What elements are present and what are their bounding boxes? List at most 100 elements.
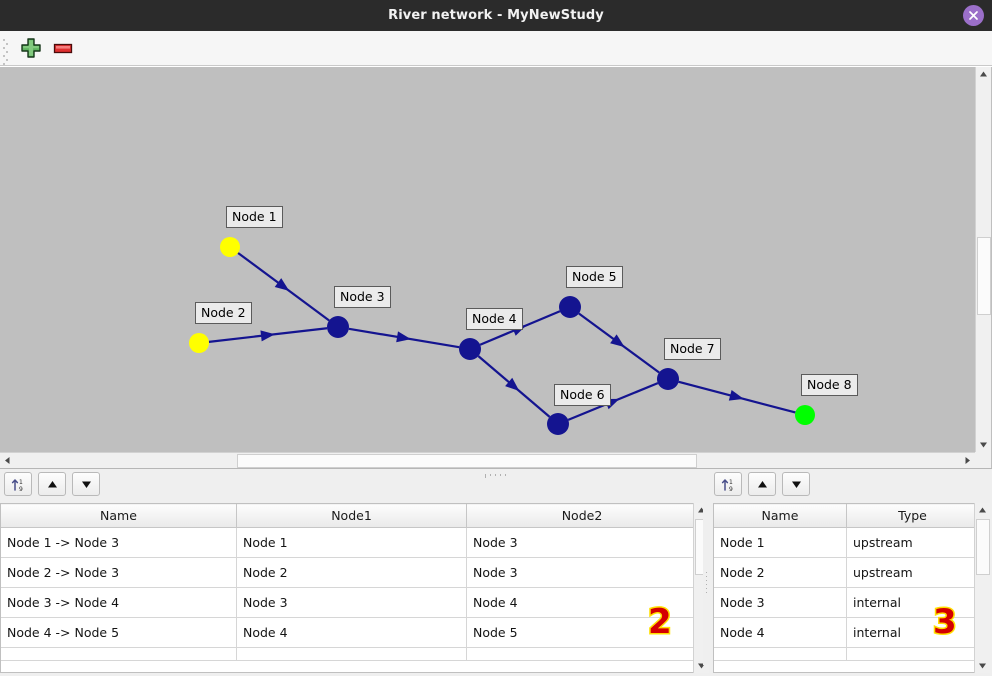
node-label-n1[interactable]: Node 1: [226, 206, 283, 228]
add-node-button[interactable]: [18, 35, 44, 61]
scroll-up-button[interactable]: [975, 503, 990, 518]
table-cell[interactable]: Node 3: [714, 587, 847, 618]
table-cell[interactable]: Node 3: [236, 587, 467, 618]
network-graph: [189, 237, 815, 435]
table-cell-empty[interactable]: [236, 647, 467, 661]
reaches-move-up-button[interactable]: [38, 472, 66, 496]
svg-text:1: 1: [729, 479, 733, 486]
column-header-node1[interactable]: Node1: [236, 504, 467, 528]
svg-text:9: 9: [19, 486, 23, 493]
canvas-horizontal-scrollbar[interactable]: [0, 452, 975, 468]
nodes-vertical-scrollbar[interactable]: [974, 503, 990, 673]
graph-node-n2[interactable]: [189, 333, 209, 353]
node-layer: [189, 237, 815, 435]
network-diagram-canvas[interactable]: Node 1 Node 2 Node 3 Node 4 Node 5 Node 6 Node…: [0, 66, 992, 468]
horizontal-splitter[interactable]: [0, 468, 992, 479]
node-label-n5[interactable]: Node 5: [566, 266, 623, 288]
canvas-hscroll-thumb[interactable]: [237, 454, 697, 468]
triangle-up-icon: [758, 481, 767, 488]
node-label-n3[interactable]: Node 3: [334, 286, 391, 308]
close-button[interactable]: [963, 5, 984, 26]
canvas-vertical-scrollbar[interactable]: [975, 67, 991, 452]
table-cell[interactable]: internal: [846, 587, 974, 618]
scroll-right-button[interactable]: [960, 453, 975, 468]
graph-node-n1[interactable]: [220, 237, 240, 257]
reaches-panel-toolbar: 1 9: [0, 472, 703, 502]
reaches-sort-button[interactable]: 1 9: [4, 472, 32, 496]
graph-node-n6[interactable]: [547, 413, 569, 435]
table-cell[interactable]: Node 4 -> Node 5: [1, 617, 237, 648]
nodes-move-up-button[interactable]: [748, 472, 776, 496]
graph-node-n5[interactable]: [559, 296, 581, 318]
table-cell[interactable]: Node 1: [236, 527, 467, 558]
column-header-type[interactable]: Type: [846, 504, 974, 528]
column-header-name[interactable]: Name: [714, 504, 847, 528]
table-cell[interactable]: Node 3: [466, 527, 693, 558]
table-cell-empty[interactable]: [846, 647, 974, 661]
table-cell-empty[interactable]: [1, 647, 237, 661]
column-header-node2[interactable]: Node2: [466, 504, 693, 528]
table-row-empty[interactable]: [714, 647, 974, 661]
table-cell[interactable]: Node 2: [236, 557, 467, 588]
arrowhead-icon: [610, 334, 625, 348]
table-cell[interactable]: Node 1 -> Node 3: [1, 527, 237, 558]
toolbar-grip[interactable]: [3, 37, 8, 69]
graph-node-n8[interactable]: [795, 405, 815, 425]
scroll-up-button[interactable]: [976, 67, 991, 82]
table-cell[interactable]: Node 2 -> Node 3: [1, 557, 237, 588]
delete-node-button[interactable]: [50, 35, 76, 61]
node-label-n4[interactable]: Node 4: [466, 308, 523, 330]
nodes-vscroll-thumb[interactable]: [976, 519, 990, 575]
scroll-down-button[interactable]: [976, 437, 991, 452]
column-header-name[interactable]: Name: [1, 504, 237, 528]
nodes-sort-button[interactable]: 1 9: [714, 472, 742, 496]
nodes-move-down-button[interactable]: [782, 472, 810, 496]
table-row-empty[interactable]: [1, 647, 693, 661]
table-cell[interactable]: Node 4: [236, 617, 467, 648]
table-cell[interactable]: upstream: [846, 557, 974, 588]
diagram-viewport[interactable]: Node 1 Node 2 Node 3 Node 4 Node 5 Node 6 Node…: [0, 67, 975, 452]
scroll-left-button[interactable]: [0, 453, 15, 468]
table-cell[interactable]: Node 4: [466, 587, 693, 618]
table-cell[interactable]: Node 1: [714, 527, 847, 558]
table-cell[interactable]: Node 4: [714, 617, 847, 648]
arrowhead-icon: [260, 330, 275, 342]
scroll-down-button[interactable]: [975, 658, 990, 673]
reaches-move-down-button[interactable]: [72, 472, 100, 496]
table-cell[interactable]: Node 2: [714, 557, 847, 588]
table-cell[interactable]: Node 5: [466, 617, 693, 648]
table-cell-empty[interactable]: [714, 647, 847, 661]
graph-node-n4[interactable]: [459, 338, 481, 360]
table-cell-empty[interactable]: [466, 647, 693, 661]
graph-node-n7[interactable]: [657, 368, 679, 390]
table-cell[interactable]: Node 3: [466, 557, 693, 588]
table-cell[interactable]: Node 3 -> Node 4: [1, 587, 237, 618]
node-label-n2[interactable]: Node 2: [195, 302, 252, 324]
node-label-n7[interactable]: Node 7: [664, 338, 721, 360]
node-label-n6[interactable]: Node 6: [554, 384, 611, 406]
canvas-vscroll-thumb[interactable]: [977, 237, 991, 315]
table-cell[interactable]: upstream: [846, 527, 974, 558]
table-cell[interactable]: internal: [846, 617, 974, 648]
vertical-splitter[interactable]: [703, 500, 711, 665]
node-label-n8[interactable]: Node 8: [801, 374, 858, 396]
graph-node-n3[interactable]: [327, 316, 349, 338]
